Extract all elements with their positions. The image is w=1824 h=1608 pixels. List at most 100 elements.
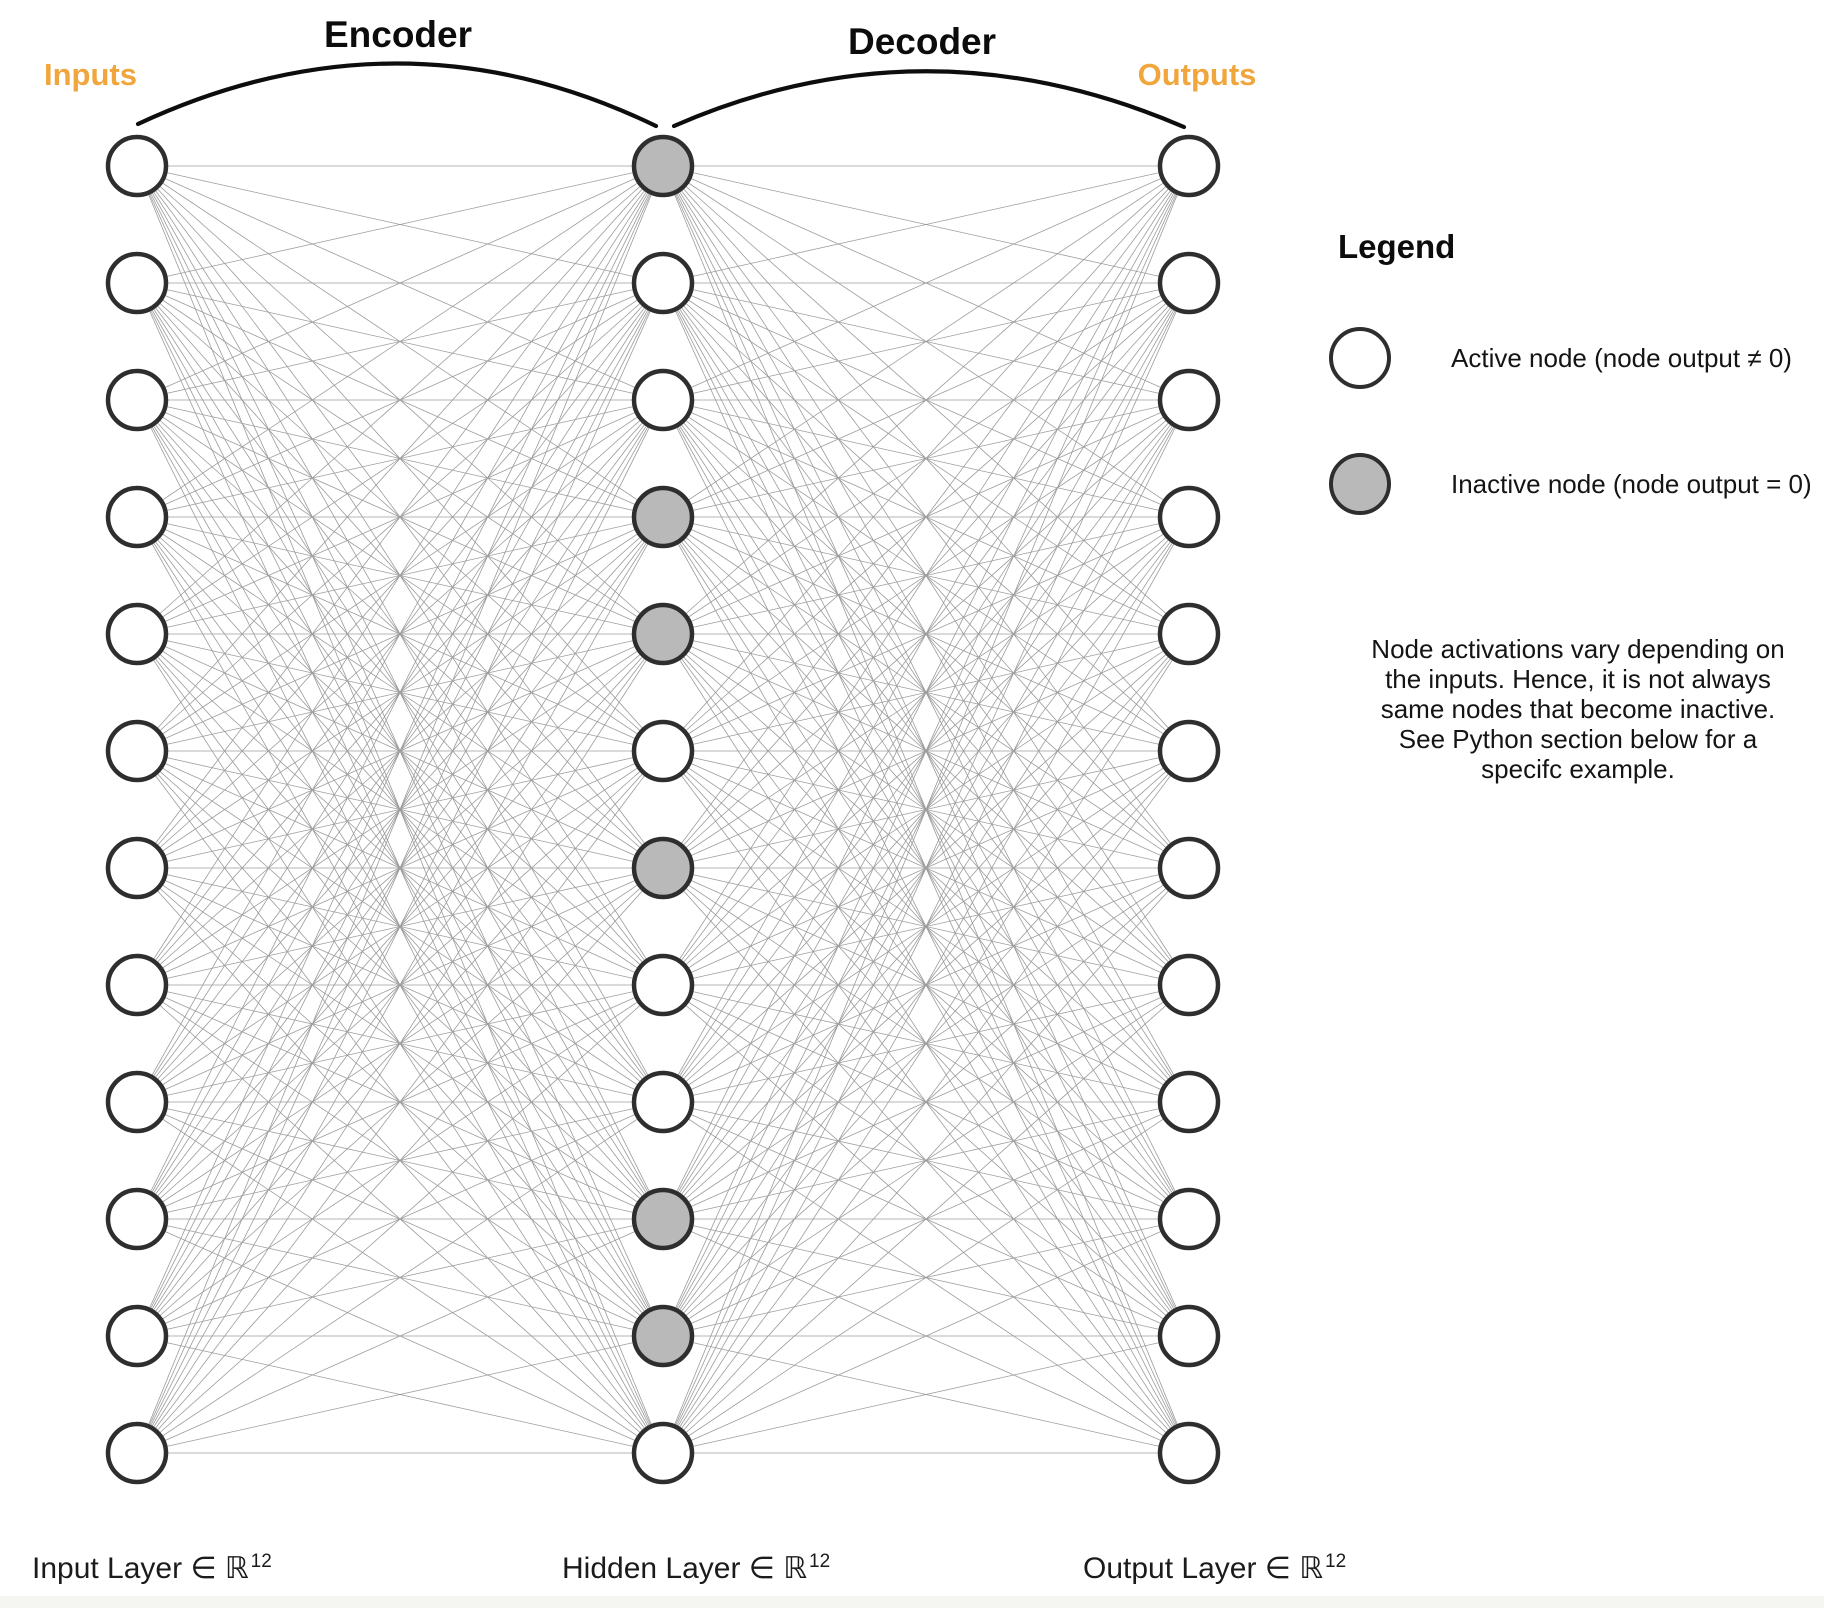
output-node-4-active xyxy=(1157,485,1221,549)
edge-input-to-hidden xyxy=(136,282,664,1454)
active-node-icon xyxy=(1329,327,1391,389)
edge-hidden-to-output xyxy=(662,165,1190,1220)
edge-hidden-to-output xyxy=(662,282,1190,1454)
output-node-9-active xyxy=(1157,1070,1221,1134)
outputs-label: Outputs xyxy=(1137,57,1257,92)
hidden-layer-dimension: 12 xyxy=(809,1551,831,1572)
encoder-brace xyxy=(135,61,659,129)
edge-hidden-to-output xyxy=(662,165,1190,1454)
input-node-7-active xyxy=(105,836,169,900)
edge-hidden-to-output xyxy=(662,165,1190,401)
edge-input-to-hidden xyxy=(136,165,664,1454)
legend-item-active: Active node (node output ≠ 0) xyxy=(1329,327,1792,389)
edge-hidden-to-output xyxy=(662,633,1190,1454)
edge-input-to-hidden xyxy=(136,165,664,518)
hidden-node-12-active xyxy=(631,1421,695,1485)
legend-item-inactive-label: Inactive node (node output = 0) xyxy=(1451,468,1812,499)
input-node-8-active xyxy=(105,953,169,1017)
hidden-node-5-inactive xyxy=(631,602,695,666)
edge-hidden-to-output xyxy=(662,1101,1190,1454)
output-node-6-active xyxy=(1157,719,1221,783)
edge-hidden-to-output xyxy=(662,1335,1190,1454)
output-layer-dimension: 12 xyxy=(1325,1551,1347,1572)
hidden-node-8-active xyxy=(631,953,695,1017)
hidden-node-11-inactive xyxy=(631,1304,695,1368)
edge-hidden-to-output xyxy=(662,1218,1190,1454)
input-node-5-active xyxy=(105,602,169,666)
output-node-7-active xyxy=(1157,836,1221,900)
hidden-node-6-active xyxy=(631,719,695,783)
legend-item-active-label: Active node (node output ≠ 0) xyxy=(1451,342,1792,373)
edge-hidden-to-output xyxy=(662,165,1190,986)
edge-input-to-hidden xyxy=(136,750,664,1454)
edge-input-to-hidden xyxy=(136,1101,664,1454)
note-line: specifc example. xyxy=(1481,754,1675,784)
edge-input-to-hidden xyxy=(136,165,664,1220)
edge-input-to-hidden xyxy=(136,633,664,1454)
hidden-node-10-inactive xyxy=(631,1187,695,1251)
input-node-3-active xyxy=(105,368,169,432)
bottom-strip xyxy=(0,1596,1824,1608)
input-layer-dimension: 12 xyxy=(250,1551,272,1572)
legend-item-inactive: Inactive node (node output = 0) xyxy=(1329,453,1812,515)
edge-input-to-hidden xyxy=(136,165,664,635)
edge-hidden-to-output xyxy=(662,516,1190,1454)
output-node-10-active xyxy=(1157,1187,1221,1251)
edge-hidden-to-output xyxy=(662,867,1190,1454)
input-node-6-active xyxy=(105,719,169,783)
note-line: same nodes that become inactive. xyxy=(1380,694,1776,724)
output-node-2-active xyxy=(1157,251,1221,315)
encoder-label: Encoder xyxy=(323,14,473,55)
inactive-node-icon xyxy=(1329,453,1391,515)
edge-hidden-to-output xyxy=(662,984,1190,1454)
decoder-brace xyxy=(671,69,1187,130)
edge-hidden-to-output xyxy=(662,165,1190,518)
inputs-label: Inputs xyxy=(44,57,137,92)
hidden-node-2-active xyxy=(631,251,695,315)
edge-hidden-to-output xyxy=(662,165,1190,1337)
edge-hidden-to-output xyxy=(662,165,1190,1103)
hidden-node-9-active xyxy=(631,1070,695,1134)
edge-hidden-to-output xyxy=(662,165,1190,869)
edge-input-to-hidden xyxy=(136,516,664,1454)
edge-hidden-to-output xyxy=(662,165,1190,635)
edge-input-to-hidden xyxy=(136,399,664,1454)
input-node-10-active xyxy=(105,1187,169,1251)
edge-input-to-hidden xyxy=(136,165,664,1337)
note-line: the inputs. Hence, it is not always xyxy=(1385,664,1771,694)
note-line: See Python section below for a xyxy=(1398,724,1758,754)
input-node-12-active xyxy=(105,1421,169,1485)
input-node-4-active xyxy=(105,485,169,549)
edge-input-to-hidden xyxy=(136,165,664,401)
decoder-label: Decoder xyxy=(847,21,997,62)
edge-hidden-to-output xyxy=(662,165,1190,752)
edge-input-to-hidden xyxy=(136,1218,664,1454)
output-node-5-active xyxy=(1157,602,1221,666)
edge-input-to-hidden xyxy=(136,165,664,752)
edge-input-to-hidden xyxy=(136,867,664,1454)
edge-hidden-to-output xyxy=(662,399,1190,1454)
input-node-1-active xyxy=(105,134,169,198)
hidden-node-3-active xyxy=(631,368,695,432)
output-node-1-active xyxy=(1157,134,1221,198)
activation-note: Node activations vary depending on the i… xyxy=(1347,634,1809,784)
edge-input-to-hidden xyxy=(136,165,664,986)
output-node-11-active xyxy=(1157,1304,1221,1368)
edge-hidden-to-output xyxy=(662,750,1190,1454)
input-node-9-active xyxy=(105,1070,169,1134)
hidden-node-7-inactive xyxy=(631,836,695,900)
output-node-8-active xyxy=(1157,953,1221,1017)
input-node-11-active xyxy=(105,1304,169,1368)
legend-title: Legend xyxy=(1338,228,1456,265)
hidden-node-1-inactive xyxy=(631,134,695,198)
edge-input-to-hidden xyxy=(136,165,664,284)
input-node-2-active xyxy=(105,251,169,315)
note-line: Node activations vary depending on xyxy=(1371,634,1785,664)
output-node-3-active xyxy=(1157,368,1221,432)
edge-input-to-hidden xyxy=(136,984,664,1454)
